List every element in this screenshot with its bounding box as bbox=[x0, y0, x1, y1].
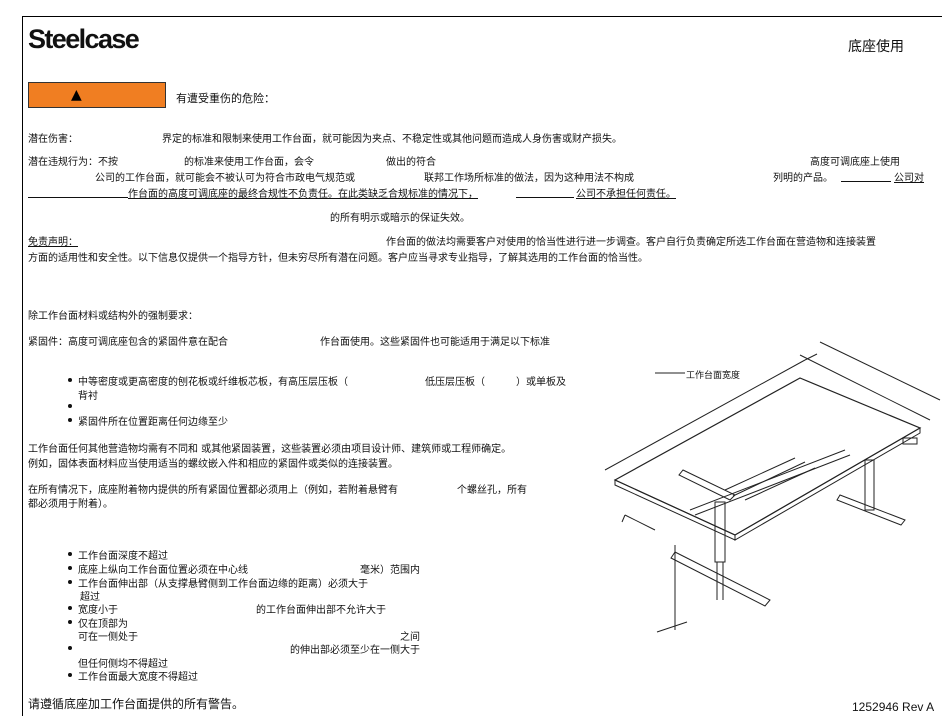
overhang-side-item-b: 但任何侧均不得超过 bbox=[78, 659, 168, 670]
depth-limit-item: 工作台面深度不超过 bbox=[78, 551, 168, 562]
bullet-icon bbox=[68, 606, 72, 610]
fastener-text-b: 作台面使用。这些紧固件也可能适用于满足以下标准 bbox=[320, 337, 550, 348]
frame-top-rule bbox=[22, 16, 942, 17]
left-support-arm bbox=[678, 469, 736, 501]
bullet-icon bbox=[68, 418, 72, 422]
bullet-icon bbox=[68, 580, 72, 584]
bullet-icon bbox=[68, 566, 72, 570]
tabletop bbox=[613, 377, 922, 536]
blank-underline bbox=[28, 197, 128, 198]
all-cases-line-1b: 个螺丝孔，所有 bbox=[457, 485, 527, 496]
right-foot bbox=[836, 494, 906, 526]
top-only-item: 仅在顶部为 bbox=[78, 619, 128, 630]
violation-text-1: 的标准来使用工作台面，会令 bbox=[184, 157, 314, 168]
violation-line-2c: 列明的产品。 bbox=[773, 173, 833, 184]
other-construction-line-2: 例如，固体表面材料应当使用适当的螺纹嵌入件和相应的紧固件或类似的连接装置。 bbox=[28, 459, 398, 470]
bullet-icon bbox=[68, 404, 72, 408]
right-leg-column bbox=[864, 459, 875, 511]
overhang-item: 工作台面伸出部（从支撑悬臂侧到工作台面边缘的距离）必须大于 bbox=[78, 579, 368, 590]
tabletop-side bbox=[734, 427, 921, 541]
warning-triangle-icon: ▲ bbox=[71, 87, 82, 103]
violation-line-2b: 联邦工作场所标准的做法，因为这种用法不构成 bbox=[424, 173, 634, 184]
material-bullet-c: ）或单板及 bbox=[516, 377, 566, 388]
width-extension-line bbox=[799, 354, 931, 421]
violation-line-3: 作台面的高度可调底座的最终合规性不负责任。在此类缺乏合规标准的情况下， bbox=[128, 189, 478, 200]
hazard-text: 界定的标准和限制来使用工作台面，就可能因为夹点、不稳定性或其他问题而造成人身伤害… bbox=[162, 134, 622, 145]
bullet-icon bbox=[68, 673, 72, 677]
steelcase-logo: Steelcase bbox=[28, 24, 140, 54]
material-bullet-a: 中等密度或更高密度的刨花板或纤维板芯板，有高压层压板（ bbox=[78, 377, 348, 388]
bullet-icon bbox=[68, 378, 72, 382]
width-limit-item-a: 宽度小于 bbox=[78, 605, 118, 616]
frame-left-rule bbox=[22, 16, 23, 716]
material-bullet-d: 背衬 bbox=[78, 391, 98, 402]
requirements-heading: 除工作台面材料或结构外的强制要求： bbox=[28, 311, 198, 322]
violation-label: 潜在违规行为：不按 bbox=[28, 157, 118, 168]
max-width-item: 工作台面最大宽度不得超过 bbox=[78, 672, 198, 683]
depth-dimension-line bbox=[624, 514, 656, 531]
fastener-text-a: 紧固件：高度可调底座包含的紧固件意在配合 bbox=[28, 337, 228, 348]
tabletop-edge bbox=[614, 479, 736, 541]
all-cases-line-2: 都必须用于附着）。 bbox=[28, 499, 113, 510]
centerline-item-a: 底座上纵向工作台面位置必须在中心线 bbox=[78, 565, 248, 576]
left-foot bbox=[670, 551, 771, 607]
tabletop-width-label: 工作台面宽度 bbox=[686, 371, 741, 381]
violation-line-3b: 公司不承担任何责任。 bbox=[576, 189, 676, 200]
document-number: 1252946 Rev A bbox=[852, 700, 935, 714]
hazard-label: 潜在伤害： bbox=[28, 134, 78, 145]
blank-underline bbox=[841, 181, 891, 182]
width-dimension-line bbox=[604, 359, 806, 471]
disclaimer-line-1: 作台面的做法均需要客户对使用的恰当性进行进一步调查。客户自行负责确定所选工作台面… bbox=[386, 237, 876, 248]
overhang-side-item: 的伸出部必须至少在一侧大于 bbox=[290, 645, 420, 656]
other-construction-line-1: 工作台面任何其他营造物均需有不同和 或其他紧固装置，这些装置必须由项目设计师、建… bbox=[28, 444, 512, 455]
overhang-item-b: 超过 bbox=[80, 592, 100, 603]
control-box bbox=[902, 437, 918, 445]
disclaimer-line-2: 方面的适用性和安全性。以下信息仅提供一个指导方针，但未穷尽所有潜在问题。客户应当… bbox=[28, 253, 648, 264]
page-title: 底座使用 bbox=[848, 39, 904, 55]
material-bullet-b: 低压层压板（ bbox=[425, 377, 485, 388]
left-leg-column bbox=[714, 501, 726, 563]
centerline-item-b: 毫米）范围内 bbox=[360, 565, 420, 576]
violation-line-2d: 公司对 bbox=[894, 173, 924, 184]
depth-extension-line bbox=[819, 341, 941, 401]
desk-base-diagram bbox=[604, 341, 941, 633]
top-only-item-c: 之间 bbox=[400, 632, 420, 643]
warning-banner: ▲ bbox=[28, 82, 166, 108]
violation-text-3: 高度可调底座上使用 bbox=[810, 157, 900, 168]
bullet-icon bbox=[68, 646, 72, 650]
bullet-icon bbox=[68, 620, 72, 624]
all-cases-line-1a: 在所有情况下，底座附着物内提供的所有紧固位置都必须用上（例如，若附着悬臂有 bbox=[28, 485, 398, 496]
blank-underline bbox=[516, 197, 574, 198]
warning-text: 有遭受重伤的危险： bbox=[176, 92, 275, 105]
violation-line-4: 的所有明示或暗示的保证失效。 bbox=[330, 213, 470, 224]
edge-distance-bullet: 紧固件所在位置距离任何边缘至少 bbox=[78, 417, 228, 428]
violation-line-2a: 公司的工作台面，就可能会不被认可为符合市政电气规范或 bbox=[95, 173, 355, 184]
bullet-icon bbox=[68, 552, 72, 556]
top-only-item-b: 可在一侧处于 bbox=[78, 632, 138, 643]
disclaimer-label: 免责声明： bbox=[28, 237, 78, 248]
violation-text-2: 做出的符合 bbox=[386, 157, 436, 168]
width-limit-item-b: 的工作台面伸出部不允许大于 bbox=[256, 605, 386, 616]
footer-warning-note: 请遵循底座加工作台面提供的所有警告。 bbox=[28, 697, 245, 711]
